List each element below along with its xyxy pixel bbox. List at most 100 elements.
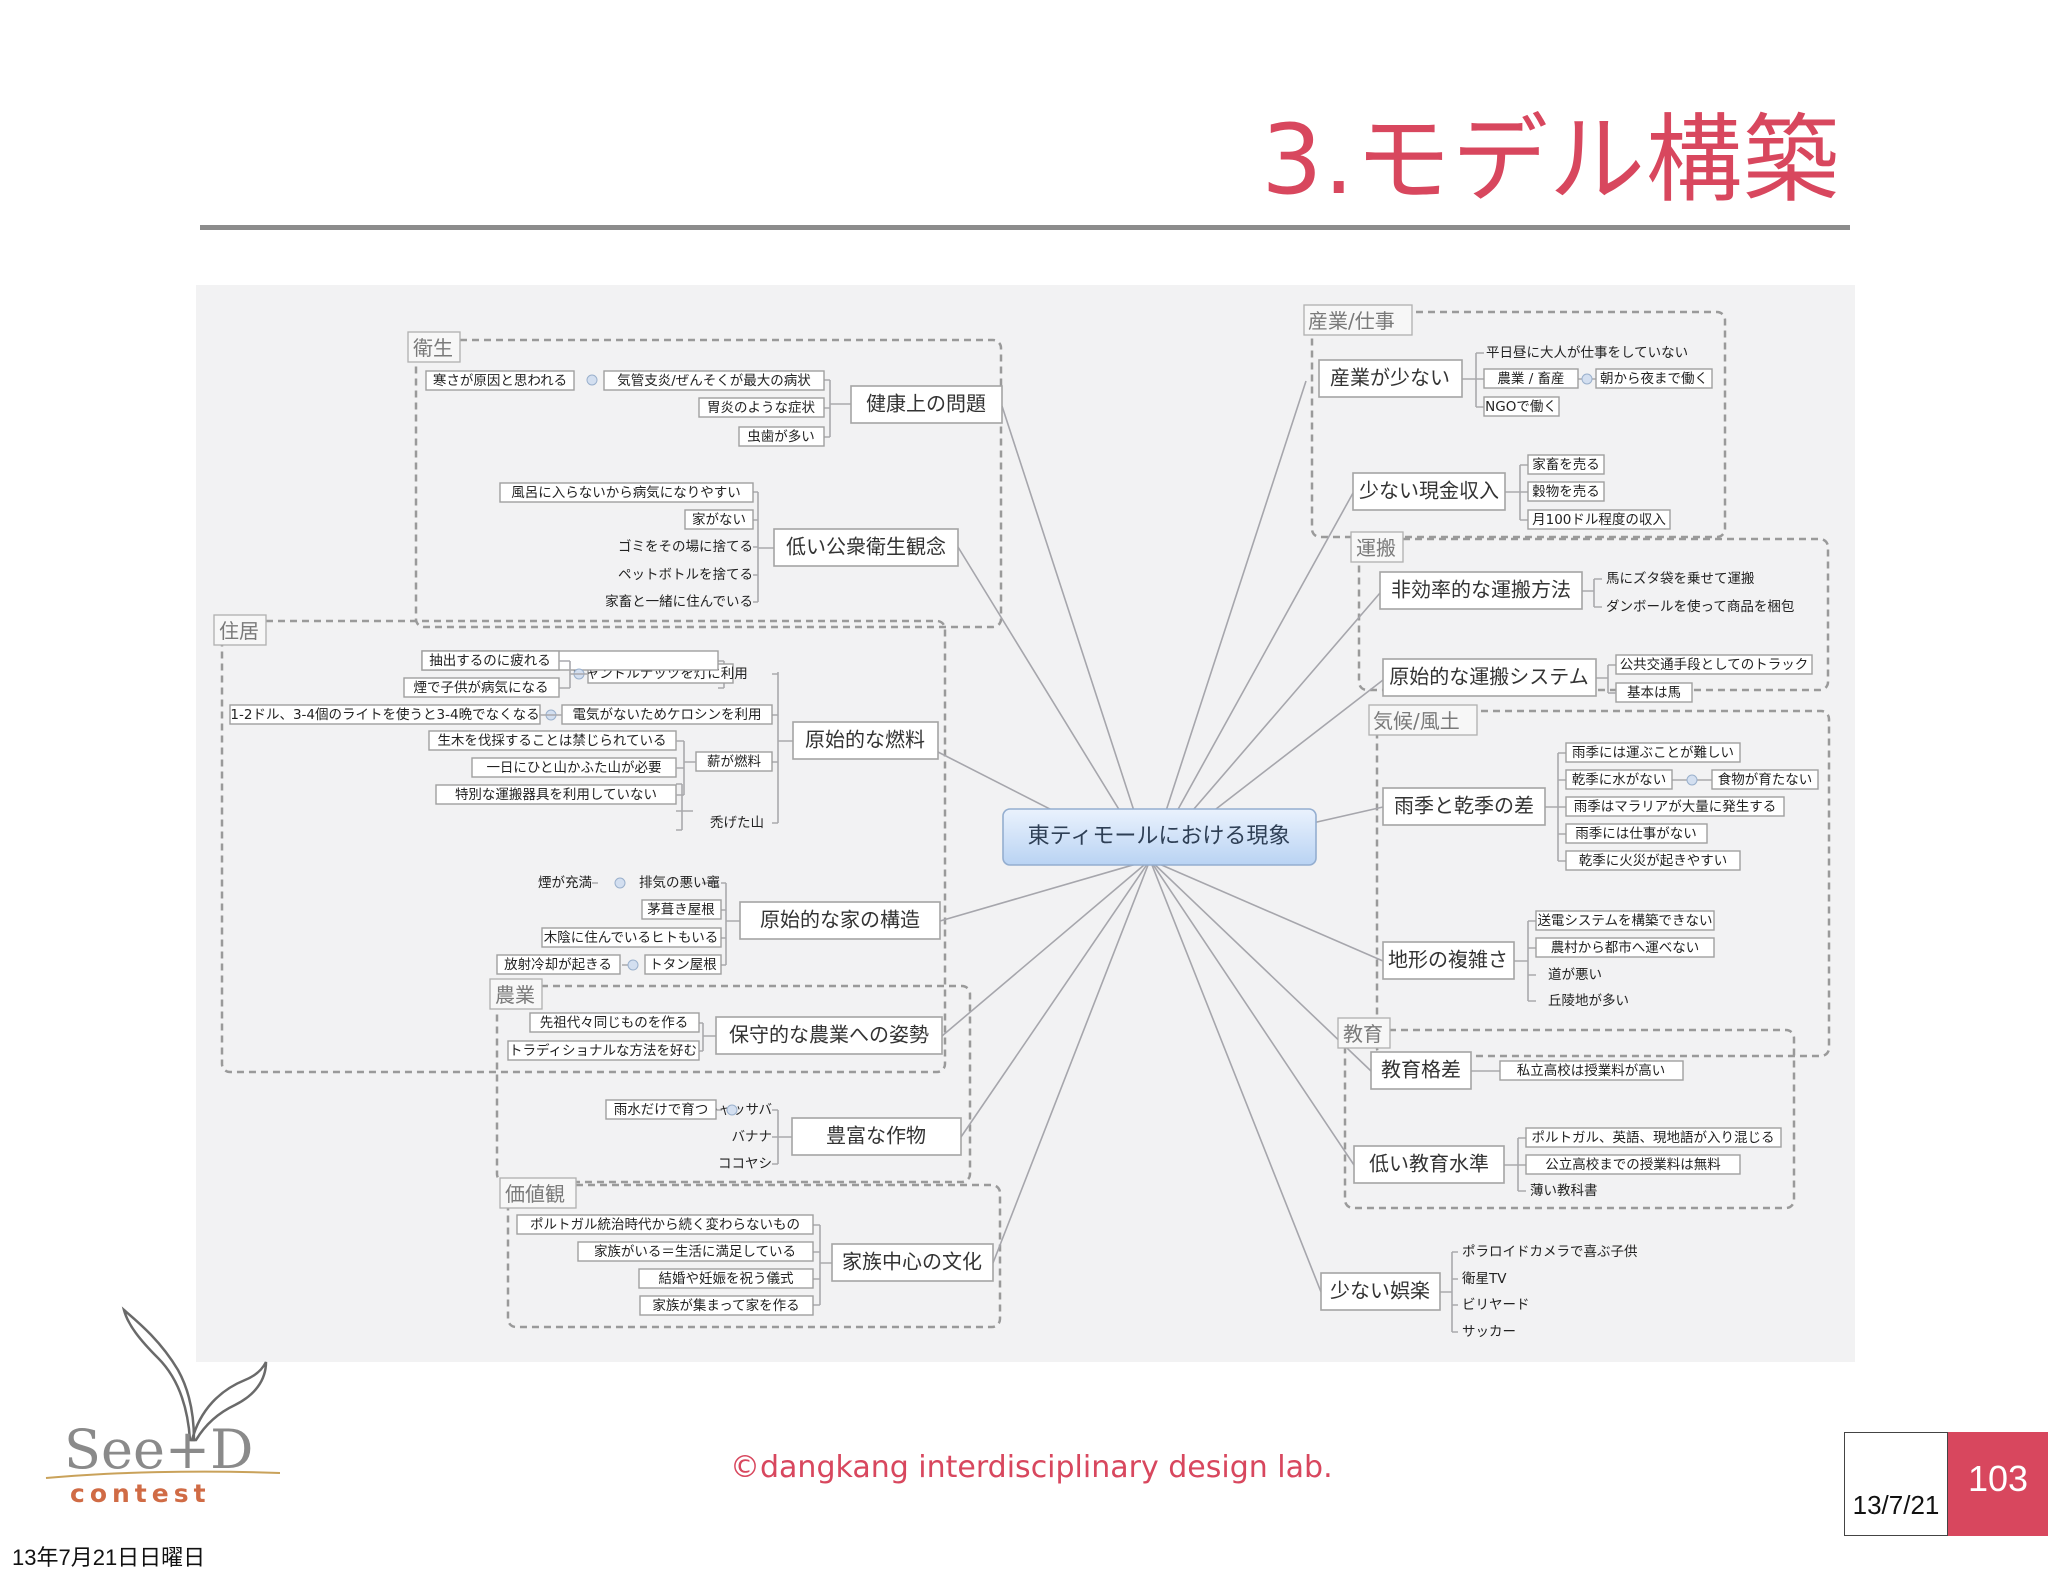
leaf-node: 茅葺き屋根: [647, 902, 715, 918]
leaf-node: ポルトガル、英語、現地語が入り混じる: [1532, 1129, 1775, 1146]
connector-dot: [614, 877, 626, 889]
group-frame-nogyo: [495, 984, 972, 1184]
leaf-right-shape: [190, 1361, 268, 1442]
leaf-node: 乾季に火災が起きやすい: [1579, 853, 1728, 869]
leaf-node: 禿げた山: [710, 815, 764, 831]
branch-node: [1382, 787, 1546, 826]
branch-node: [1320, 1272, 1441, 1311]
leaf-box: [496, 954, 621, 975]
group-frame-sangyo: [1310, 310, 1727, 539]
leaf-box: [1527, 509, 1671, 530]
leaf-node: 1-2ドル、3-4個のライトを使うと3-4晩でなくなる: [230, 706, 539, 723]
branch-node: [792, 721, 939, 760]
title-divider: [200, 225, 1850, 230]
leaf-node: 穀物を売る: [1532, 484, 1600, 500]
leaf-node: 排気の悪い竈: [639, 875, 720, 891]
leaf-box: [1711, 769, 1819, 790]
leaf-node: 特別な運搬器具を利用していない: [455, 787, 657, 803]
leaf-box: [684, 509, 754, 530]
branch-hikoritsu: 非効率的な運搬方法: [1391, 578, 1571, 602]
leaf-box: [1535, 910, 1715, 931]
seed-contest-logo: See+D contest: [40, 1300, 281, 1510]
group-frame-unpan: [1357, 537, 1830, 692]
branch-node: [1318, 359, 1463, 398]
leaf-node: NGOで働く: [1485, 399, 1557, 415]
leaf-box: [1565, 796, 1785, 817]
leaf-node: 家畜を売る: [1532, 456, 1600, 473]
leaf-node: 基本は馬: [1627, 684, 1681, 701]
group-label-kachikan: 価値観: [505, 1182, 565, 1206]
connector-dot: [627, 959, 639, 971]
branch-kenko: 健康上の問題: [866, 392, 986, 416]
leaf-box: [425, 370, 575, 391]
group-frame-jukyo: [220, 619, 947, 1074]
branch-uki: 雨季と乾季の差: [1394, 794, 1534, 818]
branch-chikei: 地形の複雑さ: [1388, 948, 1508, 972]
leaf-node: 煙で子供が病気になる: [414, 680, 549, 696]
group-frame-kachikan: [506, 1183, 1002, 1329]
leaf-node: 平日昼に大人が仕事をしていない: [1486, 345, 1688, 361]
leaf-node: 送電システムを構築できない: [1537, 913, 1712, 929]
group-label-sangyo: 産業/仕事: [1308, 309, 1395, 333]
leaf-node: 一日にひと山かふた山が必要: [486, 760, 661, 776]
leaf-node: ポルトガル統治時代から続く変わらないもの: [530, 1216, 800, 1233]
branch-suijun: 低い教育水準: [1369, 1152, 1489, 1176]
leaf-box: [1525, 1127, 1782, 1148]
leaf-box: [641, 899, 722, 920]
branch-node: [1352, 472, 1506, 511]
seed-logo-graphic: See+D contest: [45, 1306, 281, 1508]
connector-dot: [726, 1104, 738, 1116]
leaf-box: [605, 1099, 717, 1120]
leaf-node: 家族がいる＝生活に満足している: [594, 1243, 796, 1260]
branch-node: [773, 528, 959, 567]
group-label-box: [213, 614, 267, 646]
leaf-node: キャッサバ: [705, 1102, 772, 1118]
leaf-box: [1595, 368, 1713, 389]
leaf-box: [1499, 1060, 1684, 1081]
leaf-node: 先祖代々同じものを作る: [540, 1015, 689, 1031]
date-box: 13/7/21: [1844, 1432, 1948, 1536]
branch-node: [1382, 941, 1515, 980]
mindmap-image: 衛生 住居 農業 価値観 産業/仕事 運搬 気候/風土 教育 東ティモールにおけ…: [196, 285, 1855, 1362]
leaf-box: [639, 1295, 814, 1316]
leaf-node: 生木を伐採することは禁じられている: [437, 733, 666, 749]
leaf-node: 雨水だけで育つ: [614, 1102, 709, 1118]
group-label-box: [1337, 1017, 1391, 1049]
leaf-box: [698, 397, 825, 418]
connectors: [592, 352, 1712, 1333]
group-label-box: [1303, 304, 1413, 336]
leaf-node: 煙が充満: [538, 875, 592, 891]
leaf-node: ビリヤード: [1462, 1297, 1530, 1313]
branch-node: [831, 1243, 994, 1282]
branch-nenryo: 原始的な燃料: [805, 728, 925, 752]
branch-ie: 原始的な家の構造: [760, 908, 920, 932]
leaf-box: [499, 482, 754, 503]
leaf-node: トラディショナルな方法を好む: [509, 1042, 697, 1059]
leaf-node: 結婚や妊娠を祝う儀式: [659, 1271, 794, 1287]
leaf-node: ペットボトルを捨てる: [618, 566, 753, 583]
connector-dot: [1581, 373, 1593, 385]
leaf-node: 私立高校は授業料が高い: [1517, 1062, 1666, 1079]
mindmap-svg: 衛生 住居 農業 価値観 産業/仕事 運搬 気候/風土 教育 東ティモールにおけ…: [213, 304, 1831, 1340]
branch-sangyo-sukunai: 産業が少ない: [1330, 366, 1450, 390]
logo-subtext: contest: [70, 1479, 211, 1508]
leaf-node: ココヤシ: [718, 1156, 772, 1172]
leaf-node: 薄い教科書: [1530, 1183, 1598, 1199]
leaf-left-shape: [121, 1306, 196, 1442]
leaf-node: 農村から都市へ運べない: [1551, 939, 1700, 956]
leaf-node: 朝から夜まで働く: [1600, 371, 1708, 387]
leaf-node: 乾季に水がない: [1572, 772, 1667, 788]
leaf-node: 雨季には運ぶことが難しい: [1572, 745, 1734, 761]
leaf-node: 雨季には仕事がない: [1575, 826, 1697, 842]
leaf-box: [1527, 454, 1605, 475]
connector-dot: [586, 374, 598, 386]
group-label-box: [1350, 531, 1404, 563]
branch-node: [1379, 571, 1583, 610]
leaf-box: [529, 1012, 700, 1033]
connector: [559, 660, 588, 689]
branch-node: [1382, 658, 1597, 697]
leaf-node: 薪が燃料: [707, 753, 761, 770]
leaf-node: 家族が集まって家を作る: [652, 1297, 799, 1314]
branch-node: [850, 385, 1003, 424]
group-frame-kiko: [1375, 709, 1831, 1058]
